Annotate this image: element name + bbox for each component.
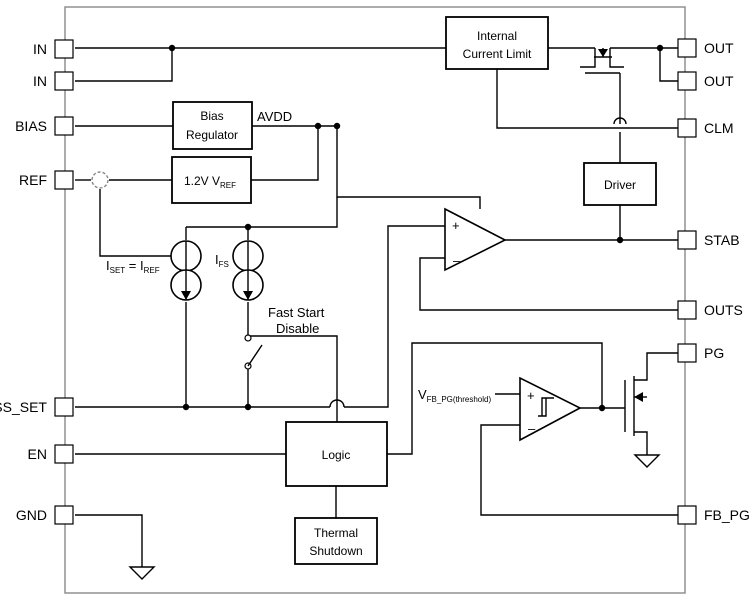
fast-start-line1: Fast Start xyxy=(268,305,325,320)
pin-bias: BIAS xyxy=(15,116,74,136)
fast-start-switch xyxy=(244,334,263,370)
svg-text:CLM: CLM xyxy=(704,120,734,136)
bias-regulator-line1: Bias xyxy=(200,109,223,123)
pg-comp-plus: + xyxy=(527,388,535,403)
pin-in-2: IN xyxy=(33,71,74,91)
pin-fb-pg: FB_PG xyxy=(677,505,750,525)
ref-tap-node xyxy=(91,171,109,189)
svg-text:BIAS: BIAS xyxy=(15,118,47,134)
current-limit-line2: Current Limit xyxy=(463,47,532,61)
error-amp-plus: + xyxy=(452,218,460,233)
current-limit-block xyxy=(445,16,549,70)
svg-text:OUT: OUT xyxy=(704,73,734,89)
iset-current-source xyxy=(170,240,202,301)
thermal-line1: Thermal xyxy=(314,526,358,540)
svg-text:PG: PG xyxy=(704,345,724,361)
svg-text:IN: IN xyxy=(33,41,47,57)
vfb-threshold-label: VFB_PG(threshold) xyxy=(418,387,491,404)
thermal-shutdown-block xyxy=(294,517,378,565)
svg-text:SS_SET: SS_SET xyxy=(0,399,47,415)
fast-start-line2: Disable xyxy=(276,321,319,336)
svg-text:FB_PG: FB_PG xyxy=(704,507,750,523)
error-amp-minus: – xyxy=(453,253,461,268)
bias-regulator-line2: Regulator xyxy=(186,128,238,142)
wires xyxy=(75,47,688,567)
pin-in-1: IN xyxy=(33,39,74,59)
logic-label: Logic xyxy=(322,448,351,462)
svg-text:REF: REF xyxy=(19,172,47,188)
svg-text:GND: GND xyxy=(16,507,47,523)
svg-text:STAB: STAB xyxy=(704,232,740,248)
chip-outline xyxy=(64,6,686,594)
pg-fet-arrow xyxy=(634,392,643,402)
logic-block xyxy=(285,421,388,487)
pin-ref: REF xyxy=(19,170,74,190)
vref-block xyxy=(171,156,252,204)
thermal-line2: Shutdown xyxy=(309,544,362,558)
pass-fet-arrow xyxy=(598,49,608,57)
driver-label: Driver xyxy=(604,178,636,192)
pin-outs: OUTS xyxy=(677,300,743,320)
avdd-label: AVDD xyxy=(257,109,292,124)
junction-dots xyxy=(168,44,664,412)
pin-out-1: OUT xyxy=(677,38,734,58)
hysteresis-icon xyxy=(538,397,554,417)
pin-ss-set: SS_SET xyxy=(0,397,74,417)
ifs-current-source xyxy=(232,240,264,301)
pin-en: EN xyxy=(28,444,74,464)
pin-out-2: OUT xyxy=(677,71,734,91)
current-limit-line1: Internal xyxy=(477,29,517,43)
svg-text:EN: EN xyxy=(28,446,47,462)
ifs-label: IFS xyxy=(215,252,229,269)
pin-clm: CLM xyxy=(677,118,734,138)
pg-comp-minus: – xyxy=(528,421,536,436)
pg-ground-symbol xyxy=(633,454,661,468)
bias-regulator-block xyxy=(172,101,253,150)
pg-comparator xyxy=(519,376,582,442)
iset-label: ISET = IREF xyxy=(106,258,160,275)
driver-block xyxy=(583,162,657,206)
svg-text:IN: IN xyxy=(33,73,47,89)
vref-label: 1.2V VREF xyxy=(184,174,236,190)
svg-text:OUT: OUT xyxy=(704,40,734,56)
gnd-ground-symbol xyxy=(128,566,156,580)
svg-text:OUTS: OUTS xyxy=(704,302,743,318)
pin-gnd: GND xyxy=(16,505,74,525)
ss-set-crossover xyxy=(329,399,345,408)
pin-pg: PG xyxy=(677,343,724,363)
error-amplifier xyxy=(444,207,507,272)
pin-stab: STAB xyxy=(677,230,740,250)
